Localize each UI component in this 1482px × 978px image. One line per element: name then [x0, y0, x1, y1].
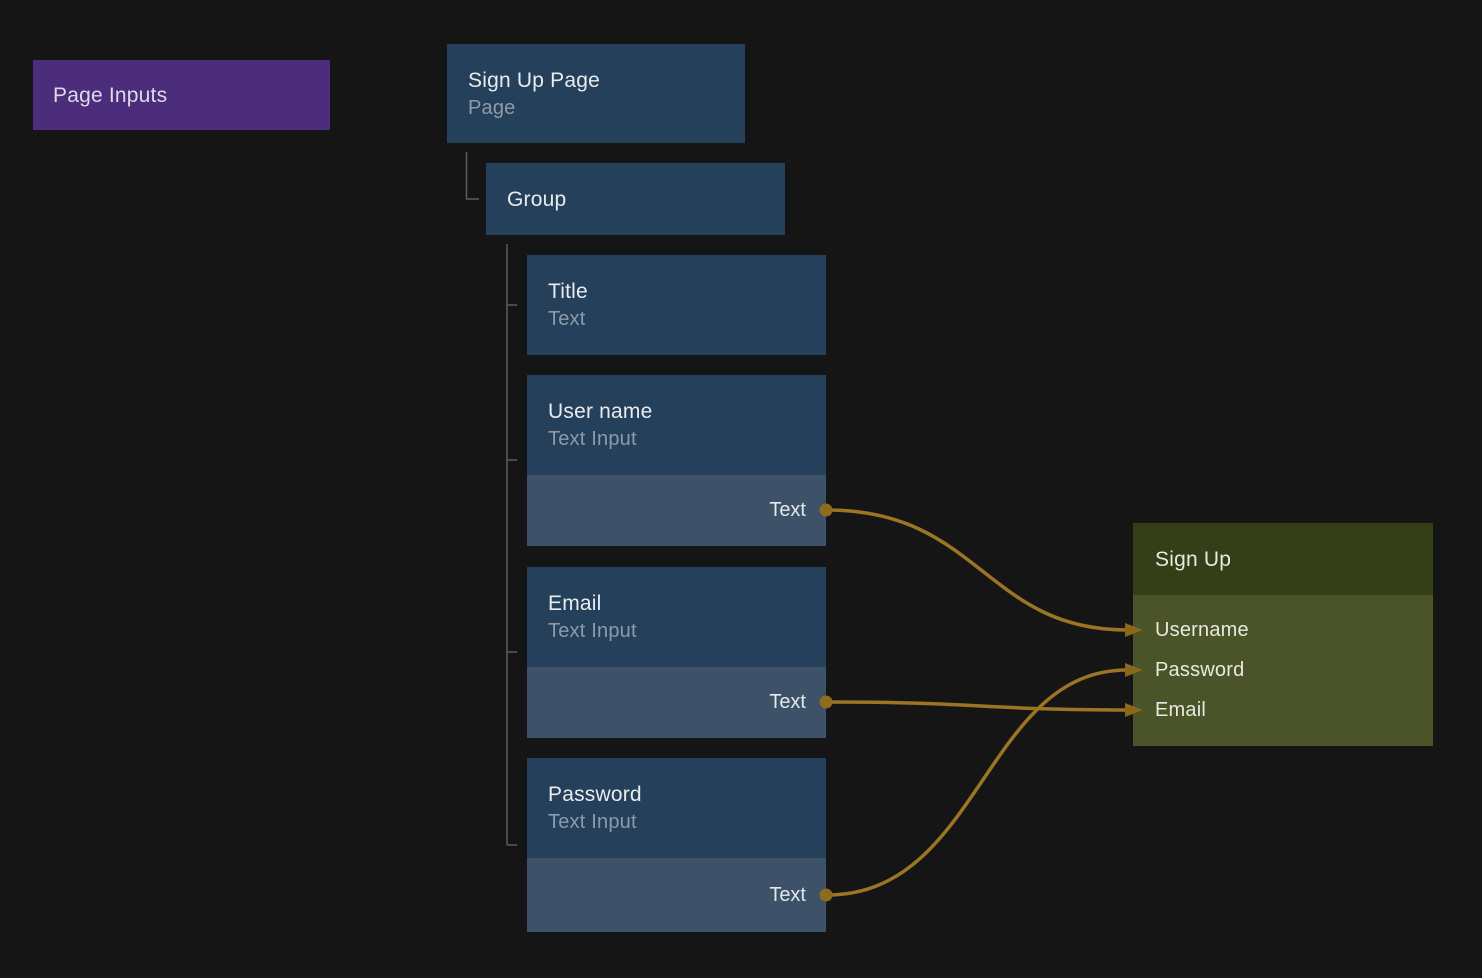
input-email[interactable]: Email — [1155, 698, 1207, 721]
node-title: Sign Up — [1155, 547, 1232, 571]
wire-username[interactable] — [826, 508, 1128, 632]
wire-password[interactable] — [826, 668, 1128, 897]
node-group[interactable]: Group — [486, 163, 785, 235]
input-password[interactable]: Password — [1155, 658, 1245, 681]
node-email[interactable]: Email Text Input Text — [527, 567, 826, 738]
node-title: Sign Up Page — [468, 68, 600, 92]
output-port-row: Text — [527, 858, 826, 932]
output-port-row: Text — [527, 475, 826, 546]
tree-connector-lines — [465, 152, 517, 846]
node-subtitle: Text Input — [548, 428, 637, 450]
node-title-text[interactable]: Title Text — [527, 255, 826, 355]
node-subtitle: Page — [468, 96, 516, 119]
output-port-label: Text — [769, 691, 806, 713]
node-page-inputs[interactable]: Page Inputs — [33, 60, 330, 130]
node-password[interactable]: Password Text Input Text — [527, 758, 826, 932]
input-username[interactable]: Username — [1155, 618, 1249, 641]
output-port-label: Text — [769, 499, 806, 521]
node-subtitle: Text Input — [548, 620, 637, 642]
node-title: User name — [548, 400, 653, 423]
node-title: Title — [548, 280, 588, 303]
node-sign-up-page[interactable]: Sign Up Page Page — [447, 44, 745, 143]
node-subtitle: Text Input — [548, 811, 637, 833]
output-port-label: Text — [769, 883, 806, 906]
page-inputs-label: Page Inputs — [53, 83, 168, 107]
output-port-row: Text — [527, 667, 826, 738]
node-sign-up[interactable]: Sign Up Username Password Email — [1133, 523, 1433, 746]
wire-email[interactable] — [826, 700, 1128, 712]
tree-line-root-to-group — [465, 152, 479, 200]
node-title: Password — [548, 783, 642, 806]
node-subtitle: Text — [548, 308, 586, 330]
node-title: Group — [507, 187, 567, 211]
node-title: Email — [548, 592, 602, 615]
node-user-name[interactable]: User name Text Input Text — [527, 375, 826, 546]
